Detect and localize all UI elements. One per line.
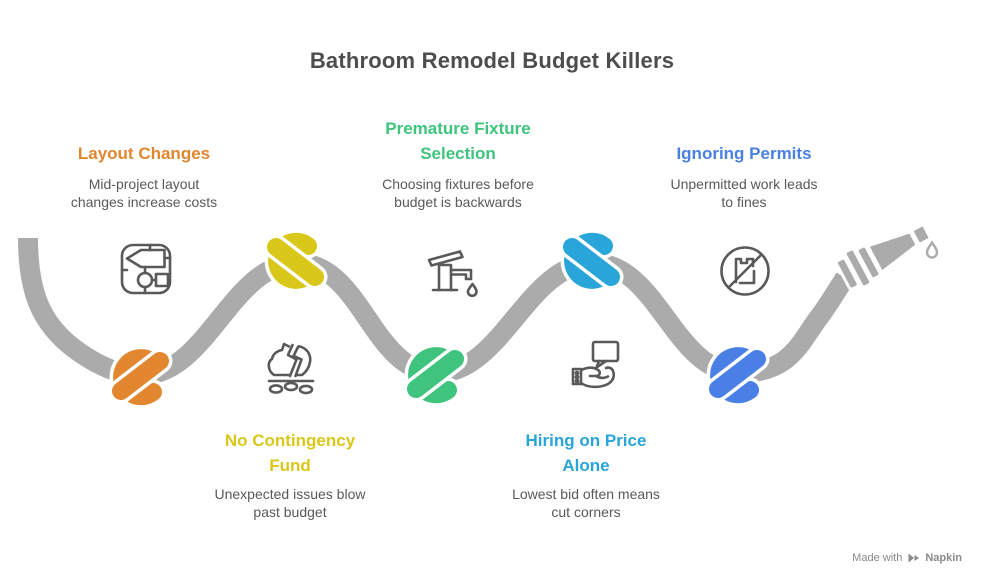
napkin-logo-icon [908,553,920,563]
section-description: Lowest bid often means cut corners [512,486,660,520]
section-hiring-on-price-alone: Hiring on Price Alone Lowest bid often m… [476,428,696,521]
section-heading: Hiring on Price Alone [525,431,647,475]
floorplan-icon [120,243,172,295]
section-heading: No Contingency Fund [224,431,356,475]
hand-bid-icon [571,340,620,389]
knot-premature-fixture-selection [403,343,468,407]
section-description: Choosing fixtures before budget is backw… [382,176,534,210]
no-permit-icon [720,246,770,296]
section-ignoring-permits: Ignoring Permits Unpermitted work leads … [634,141,854,211]
made-with-napkin-badge[interactable]: Made with Napkin [852,552,962,564]
section-no-contingency-fund: No Contingency Fund Unexpected issues bl… [180,428,400,521]
section-layout-changes: Layout Changes Mid-project layout change… [34,141,254,211]
knot-layout-changes [108,345,173,409]
page-title: Bathroom Remodel Budget Killers [309,48,675,73]
section-heading: Ignoring Permits [676,144,812,163]
water-drop-icon [925,240,939,259]
knot-no-contingency-fund [263,229,328,293]
knot-hiring-on-price-alone [559,229,624,293]
knot-ignoring-permits [705,343,770,407]
made-with-label: Made with [852,552,903,564]
faucet-icon [427,250,478,298]
broken-piggy-bank-icon [267,340,315,395]
section-description: Mid-project layout changes increase cost… [70,176,218,210]
napkin-brand-label: Napkin [925,552,962,564]
section-heading: Layout Changes [77,144,211,163]
hose-nozzle [835,223,932,291]
section-heading: Premature Fixture Selection [385,119,531,163]
section-description: Unpermitted work leads to fines [670,176,818,210]
section-description: Unexpected issues blow past budget [214,486,366,520]
section-premature-fixture-selection: Premature Fixture Selection Choosing fix… [348,116,568,211]
